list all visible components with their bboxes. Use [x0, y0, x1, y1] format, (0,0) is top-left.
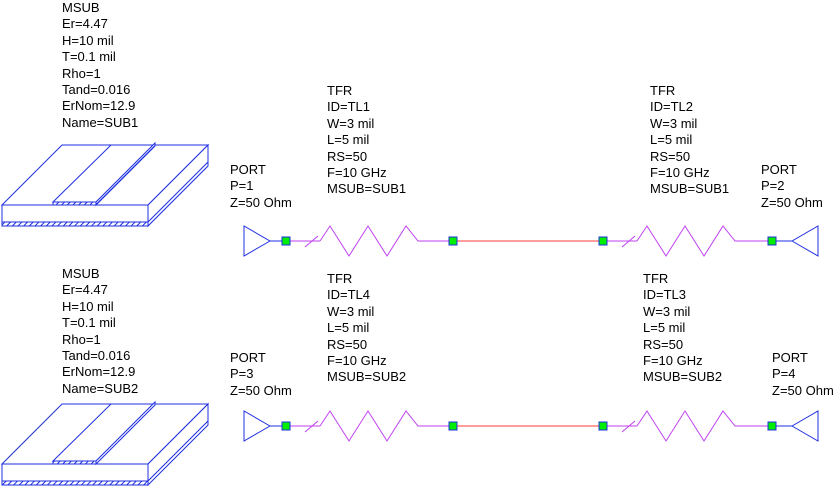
- resistor-right-row2-slash: [621, 420, 636, 433]
- label-line: H=10 mil: [62, 298, 114, 314]
- label-line: Rho=1: [62, 65, 101, 81]
- label-line: TFR: [650, 83, 676, 98]
- substrate-sub2-strip-front: [52, 460, 97, 465]
- label-line: L=5 mil: [327, 132, 370, 148]
- label-line: PORT: [761, 162, 797, 177]
- label-line: Name=SUB1: [62, 114, 139, 130]
- substrate-sub2-front-face: [1, 463, 149, 482]
- label-line: P=3: [230, 366, 254, 382]
- resistor-left-row2-slash: [304, 420, 319, 433]
- label-line: W=3 mil: [650, 115, 698, 131]
- node: [281, 236, 291, 246]
- label-line: MSUB=SUB1: [327, 181, 407, 197]
- label-line: ErNom=12.9: [62, 364, 136, 380]
- label-line: ID=TL3: [643, 287, 686, 303]
- label-line: TFR: [327, 83, 353, 98]
- label-line: TFR: [327, 271, 353, 286]
- label-line: RS=50: [327, 336, 368, 352]
- label-line: Tand=0.016: [62, 348, 131, 364]
- label-line: TFR: [643, 271, 669, 286]
- port-left-row1-icon: [243, 225, 286, 257]
- substrate-sub2-ground-front: [1, 480, 149, 486]
- label-line: F=10 GHz: [650, 165, 710, 181]
- label-line: PORT: [230, 350, 266, 365]
- label-line: MSUB=SUB1: [650, 181, 730, 197]
- label-line: MSUB=SUB2: [643, 369, 723, 385]
- label-line: F=10 GHz: [327, 165, 387, 181]
- label-line: F=10 GHz: [643, 353, 703, 369]
- label-line: Z=50 Ohm: [230, 194, 292, 210]
- node: [598, 236, 608, 246]
- label-line: L=5 mil: [327, 320, 370, 336]
- label-line: MSUB=SUB2: [327, 369, 407, 385]
- substrate-sub1-strip-front: [52, 201, 97, 206]
- resistor-left-row1-slash: [304, 235, 319, 248]
- label-line: P=1: [230, 178, 254, 194]
- node: [767, 236, 777, 246]
- label-line: Rho=1: [62, 331, 101, 347]
- label-line: P=2: [761, 178, 785, 194]
- node: [448, 421, 458, 431]
- port-right-row1-icon: [772, 225, 819, 257]
- label-line: PORT: [230, 162, 266, 177]
- resistor-left-row2-zigzag: [319, 410, 453, 442]
- label-line: Er=4.47: [62, 16, 108, 32]
- label-line: W=3 mil: [327, 303, 375, 319]
- label-line: Name=SUB2: [62, 380, 139, 396]
- resistor-right-row2-zigzag: [636, 410, 770, 442]
- label-line: RS=50: [643, 336, 684, 352]
- label-line: MSUB: [62, 0, 100, 15]
- label-line: W=3 mil: [643, 303, 691, 319]
- label-line: F=10 GHz: [327, 353, 387, 369]
- substrate-sub1-front-face: [1, 204, 149, 223]
- label-line: H=10 mil: [62, 32, 114, 48]
- resistor-right-row1-slash: [621, 235, 636, 248]
- resistor-left-row1-zigzag: [319, 225, 453, 257]
- label-line: Z=50 Ohm: [761, 194, 823, 210]
- label-line: ID=TL2: [650, 99, 693, 115]
- label-line: MSUB: [62, 266, 100, 281]
- label-line: PORT: [772, 350, 808, 365]
- port-left-row2-icon: [243, 410, 286, 442]
- label-line: Tand=0.016: [62, 82, 131, 98]
- label-line: RS=50: [327, 148, 368, 164]
- port-right-row2-icon: [772, 410, 819, 442]
- node: [448, 236, 458, 246]
- node: [281, 421, 291, 431]
- label-line: ErNom=12.9: [62, 98, 136, 114]
- label-line: L=5 mil: [650, 132, 693, 148]
- substrate-sub1-ground-front: [1, 221, 149, 227]
- label-line: W=3 mil: [327, 115, 375, 131]
- label-line: Z=50 Ohm: [230, 382, 292, 398]
- label-line: Er=4.47: [62, 282, 108, 298]
- label-line: L=5 mil: [643, 320, 686, 336]
- node: [598, 421, 608, 431]
- node: [767, 421, 777, 431]
- resistor-right-row1-zigzag: [636, 225, 770, 257]
- label-line: RS=50: [650, 148, 691, 164]
- label-line: Z=50 Ohm: [772, 382, 834, 398]
- label-line: T=0.1 mil: [62, 49, 116, 65]
- label-line: ID=TL4: [327, 287, 370, 303]
- label-line: P=4: [772, 366, 796, 382]
- label-line: ID=TL1: [327, 99, 370, 115]
- label-line: T=0.1 mil: [62, 315, 116, 331]
